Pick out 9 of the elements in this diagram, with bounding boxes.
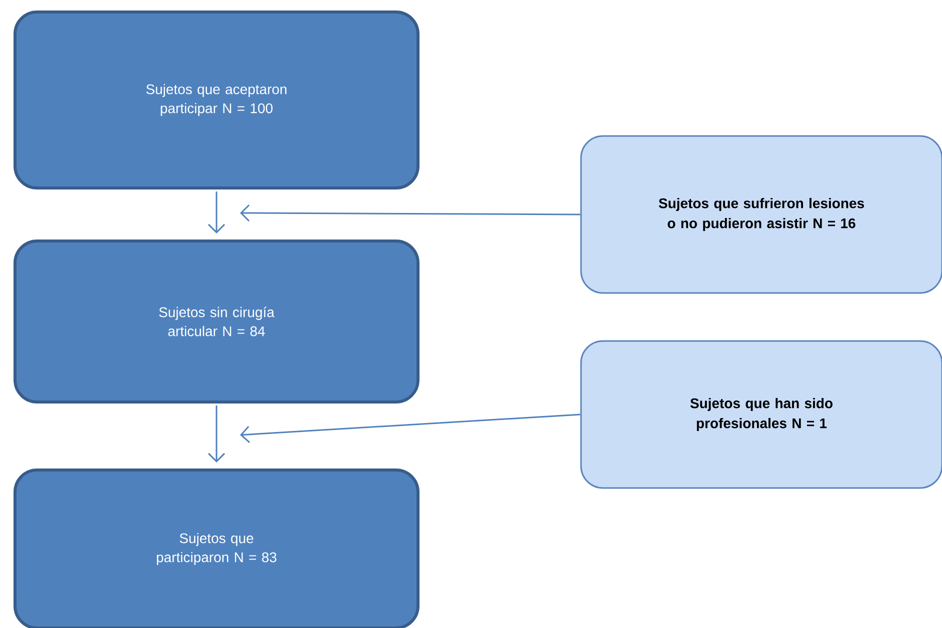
process-box: Sujetos que participaron N = 83 xyxy=(14,468,420,628)
process-box: Sujetos que aceptaron participar N = 100 xyxy=(14,10,420,190)
arrow xyxy=(240,204,580,222)
process-box: Sujetos sin cirugía articular N = 84 xyxy=(14,239,420,404)
arrow xyxy=(208,191,226,234)
exclusion-box: Sujetos que sufrieron lesiones o no pudieron asistir N = 16 xyxy=(580,135,942,294)
arrow xyxy=(208,405,226,462)
arrow xyxy=(240,414,580,443)
exclusion-box: Sujetos que han sido profesionales N = 1 xyxy=(580,340,942,489)
